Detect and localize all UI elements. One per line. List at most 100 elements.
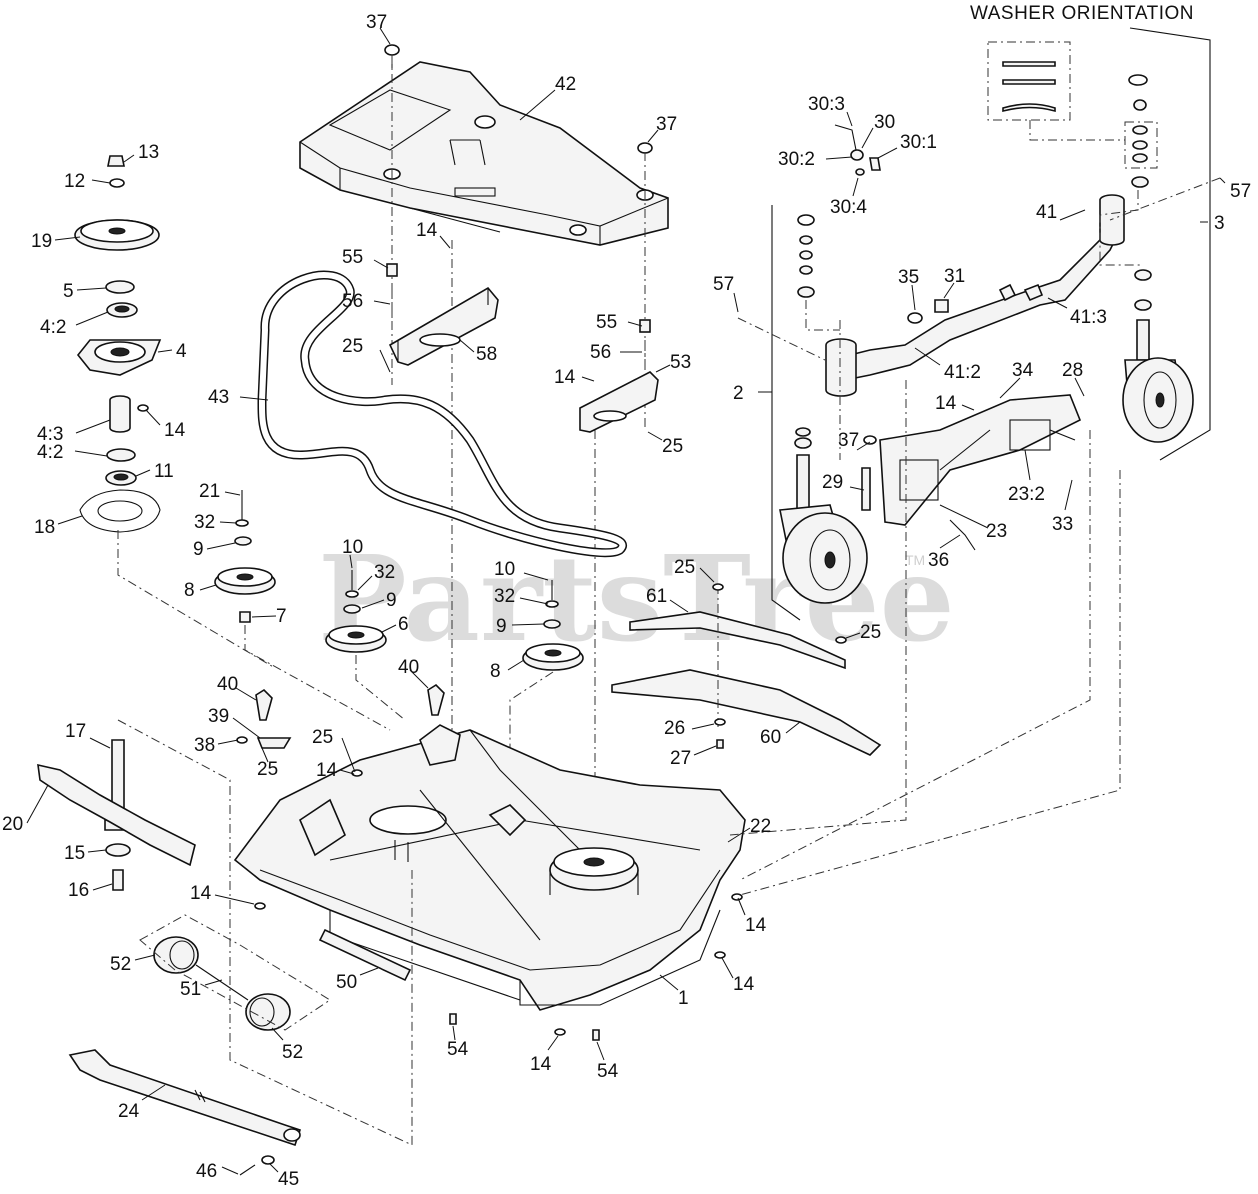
callout-60: 60 xyxy=(760,727,781,748)
callout-41: 41 xyxy=(1036,202,1057,223)
callout-30-1: 30:1 xyxy=(900,132,937,153)
callout-58: 58 xyxy=(476,344,497,365)
callout-30-4: 30:4 xyxy=(830,197,867,218)
pivot-hardware xyxy=(834,124,881,176)
anti-scalp-wheels xyxy=(153,936,291,1031)
callout-55a: 55 xyxy=(342,247,363,268)
callout-4-3: 4:3 xyxy=(37,424,63,445)
deck-cover xyxy=(299,61,669,246)
callout-25a: 25 xyxy=(342,336,363,357)
callout-52b: 52 xyxy=(282,1042,303,1063)
callout-10b: 10 xyxy=(494,559,515,580)
callout-14d: 14 xyxy=(935,393,957,414)
mower-deck xyxy=(233,724,746,1011)
callout-25b: 25 xyxy=(662,436,683,457)
caster-arm-assembly xyxy=(825,194,1125,551)
callout-36: 36 xyxy=(928,550,949,571)
right-caster-wheel xyxy=(1122,74,1194,443)
callout-40b: 40 xyxy=(398,657,419,678)
washer-orientation-title: WASHER ORIENTATION xyxy=(970,3,1194,24)
callout-57a: 57 xyxy=(1230,181,1251,202)
washer-orientation-inset xyxy=(987,41,1158,169)
callout-31: 31 xyxy=(944,266,965,287)
callout-16: 16 xyxy=(68,880,89,901)
idler-pulleys xyxy=(214,490,584,671)
callout-37b: 37 xyxy=(656,114,677,135)
callout-30-3: 30:3 xyxy=(808,94,845,115)
callout-18: 18 xyxy=(34,517,55,538)
callout-20: 20 xyxy=(2,814,23,835)
callout-41-3: 41:3 xyxy=(1070,307,1107,328)
callout-61: 61 xyxy=(646,586,667,607)
callout-40a: 40 xyxy=(217,674,238,695)
callout-12: 12 xyxy=(64,171,85,192)
callout-9c: 9 xyxy=(496,616,507,637)
callout-9b: 9 xyxy=(386,590,397,611)
callout-54b: 54 xyxy=(597,1061,619,1082)
callout-25e: 25 xyxy=(312,727,333,748)
callout-11: 11 xyxy=(154,461,174,482)
callout-30-2: 30:2 xyxy=(778,149,815,170)
callout-1: 1 xyxy=(678,988,689,1009)
callout-2: 2 xyxy=(733,383,744,404)
callout-28: 28 xyxy=(1062,360,1083,381)
callout-41-2: 41:2 xyxy=(944,362,981,383)
callout-52a: 52 xyxy=(110,954,131,975)
callout-42: 42 xyxy=(555,74,576,95)
callout-23-2: 23:2 xyxy=(1008,484,1045,505)
callout-54a: 54 xyxy=(447,1039,469,1060)
callout-13: 13 xyxy=(138,142,159,163)
callout-23: 23 xyxy=(986,521,1007,542)
callout-14h: 14 xyxy=(733,974,755,995)
callout-14a: 14 xyxy=(164,420,186,441)
callout-57b: 57 xyxy=(713,274,734,295)
callout-9a: 9 xyxy=(193,539,204,560)
callout-25c: 25 xyxy=(674,557,695,578)
callout-56a: 56 xyxy=(342,291,363,312)
leader-lines xyxy=(26,27,1226,1175)
callout-32a: 32 xyxy=(194,512,215,533)
watermark-trademark: TM xyxy=(905,552,925,568)
deck-hardware xyxy=(236,583,847,1041)
blade-assembly xyxy=(37,739,196,891)
callout-53: 53 xyxy=(670,352,691,373)
callout-45: 45 xyxy=(278,1169,299,1190)
callout-43: 43 xyxy=(208,387,229,408)
callout-14b: 14 xyxy=(416,220,438,241)
left-caster-wheel xyxy=(779,214,868,604)
callout-3: 3 xyxy=(1214,213,1225,234)
callout-34: 34 xyxy=(1012,360,1034,381)
callout-29: 29 xyxy=(822,472,843,493)
callout-39: 39 xyxy=(208,706,229,727)
callout-51: 51 xyxy=(180,979,201,1000)
callout-19: 19 xyxy=(31,231,52,252)
callout-37c: 37 xyxy=(838,430,859,451)
callout-55b: 55 xyxy=(596,312,617,333)
callout-32c: 32 xyxy=(494,586,515,607)
callout-7: 7 xyxy=(276,606,287,627)
baffles xyxy=(611,611,882,756)
callout-32b: 32 xyxy=(374,562,395,583)
callout-38: 38 xyxy=(194,735,215,756)
callout-10a: 10 xyxy=(342,537,363,558)
callout-50: 50 xyxy=(336,972,357,993)
left-spindle-stack xyxy=(74,155,162,533)
callout-6: 6 xyxy=(398,614,409,635)
callout-14i: 14 xyxy=(530,1054,552,1075)
callout-15: 15 xyxy=(64,843,85,864)
callout-22: 22 xyxy=(750,816,771,837)
callout-14c: 14 xyxy=(554,367,576,388)
callout-21: 21 xyxy=(199,481,220,502)
callout-27: 27 xyxy=(670,748,691,769)
drive-belt xyxy=(257,270,627,558)
callout-26: 26 xyxy=(664,718,685,739)
callout-25d: 25 xyxy=(860,622,881,643)
callout-30: 30 xyxy=(874,112,895,133)
callout-4: 4 xyxy=(176,341,187,362)
callout-46: 46 xyxy=(196,1161,217,1182)
callout-33: 33 xyxy=(1052,514,1073,535)
callout-25f: 25 xyxy=(257,759,278,780)
callout-4-2a: 4:2 xyxy=(40,317,66,338)
